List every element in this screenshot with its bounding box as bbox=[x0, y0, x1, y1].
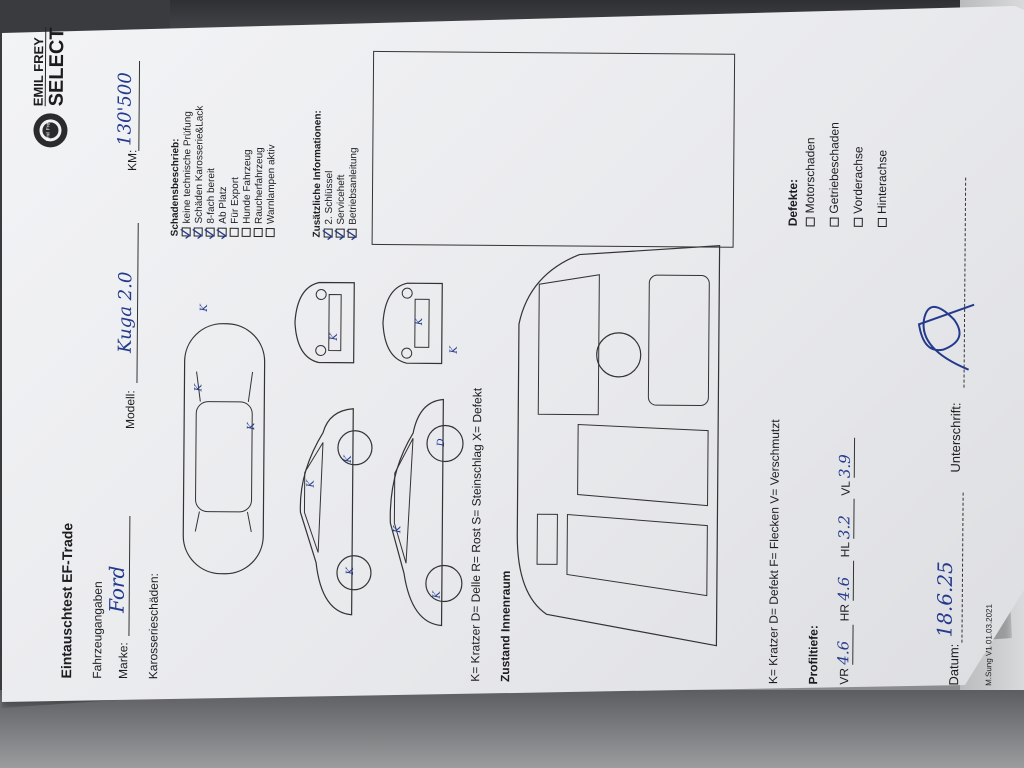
damage-mark: K bbox=[431, 590, 443, 599]
profil-row: VR 4.6 HR 4.6 HL 3.2 VL 3.9 bbox=[834, 438, 856, 685]
profil-label: VL bbox=[838, 481, 853, 496]
defekte-item-label: Getriebeschaden bbox=[826, 122, 842, 214]
schaden-item-label: 8-fach bereit bbox=[205, 167, 218, 224]
defekte-item-label: Vorderachse bbox=[850, 146, 866, 214]
background-bottom bbox=[0, 690, 1024, 768]
defekte-item: Vorderachse bbox=[850, 146, 866, 227]
photo-frame bbox=[371, 50, 736, 248]
schaden-item: Hunde Fahrzeug bbox=[241, 149, 254, 237]
damage-mark: K bbox=[392, 525, 404, 534]
car-front-drawing bbox=[294, 281, 355, 364]
profil-value: 4.6 bbox=[834, 560, 855, 601]
zusatz-item-label: Serviceheft bbox=[335, 174, 348, 225]
unterschrift-label: Unterschrift: bbox=[947, 402, 964, 473]
defekte-item: Getriebeschaden bbox=[827, 122, 842, 227]
damage-mark: K bbox=[193, 383, 205, 392]
checkbox-icon bbox=[805, 217, 815, 227]
handwritten-checks bbox=[180, 228, 227, 240]
car-side-left-drawing bbox=[299, 408, 373, 616]
profil-label: HL bbox=[838, 542, 853, 558]
schaden-item-label: Raucherfahrzeug bbox=[253, 147, 266, 225]
defekte-title: Defekte: bbox=[785, 178, 801, 227]
checkbox-icon bbox=[829, 217, 839, 227]
schaden-item-label: Ab Platz bbox=[217, 186, 230, 224]
car-top-view-drawing bbox=[182, 323, 266, 575]
schaden-item: Schäden Karosserie&Lack bbox=[193, 105, 206, 237]
form-title: Eintauschtest EF-Trade bbox=[58, 522, 76, 679]
checkbox-icon bbox=[253, 227, 263, 238]
vehicle-section-label: Fahrzeugangaben bbox=[90, 581, 105, 679]
defekte-item-label: Motorschaden bbox=[802, 137, 818, 214]
checkbox-icon bbox=[241, 227, 251, 237]
profil-label: HR bbox=[837, 603, 852, 622]
damage-legend: K= Kratzer D= Delle R= Rost S= Steinschl… bbox=[468, 387, 485, 682]
marke-label: Marke: bbox=[116, 642, 131, 679]
schaden-item-label: Für Export bbox=[229, 177, 242, 224]
version-label: M.Sung V1 01.03.2021 bbox=[984, 603, 994, 686]
schaden-item: Raucherfahrzeug bbox=[253, 147, 266, 238]
schaden-item: Warnlampen aktiv bbox=[265, 144, 278, 238]
logo-line-2: SELECT bbox=[44, 27, 70, 107]
logo-badge: Emil Frey bbox=[45, 120, 52, 142]
defekte-item: Motorschaden bbox=[802, 137, 818, 227]
damage-mark: K bbox=[328, 333, 340, 341]
signature-drawing bbox=[917, 303, 975, 371]
damage-mark: K bbox=[199, 304, 211, 312]
defekte-item-label: Hinterachse bbox=[874, 149, 890, 215]
interior-legend: K= Kratzer D= Defekt F= Flecken V= Versc… bbox=[766, 419, 783, 685]
damage-mark: K bbox=[305, 479, 317, 488]
damage-mark: K bbox=[246, 422, 258, 430]
damage-mark: K bbox=[344, 567, 357, 575]
profil-value: 3.2 bbox=[835, 498, 855, 540]
damage-mark: K bbox=[413, 317, 426, 326]
profil-value: 4.6 bbox=[834, 624, 854, 665]
interior-drawing bbox=[516, 245, 721, 647]
schaden-item-label: Warnlampen aktiv bbox=[265, 144, 278, 225]
schaden-item-label: keine technische Prüfung bbox=[181, 111, 194, 224]
schaden-item-label: Schäden Karosserie&Lack bbox=[193, 105, 206, 224]
inspection-form: Emil Frey EMIL FREY SELECT Eintauschtest… bbox=[6, 27, 1011, 698]
profil-value: 3.9 bbox=[835, 438, 856, 479]
handwritten-checks bbox=[322, 229, 357, 241]
modell-line bbox=[136, 223, 139, 384]
checkbox-icon bbox=[877, 217, 887, 228]
modell-label: Modell: bbox=[123, 390, 138, 430]
zusatz-title: Zusätzliche Informationen: bbox=[311, 110, 324, 238]
schaden-title: Schadensbeschrieb: bbox=[169, 138, 182, 237]
checkbox-icon bbox=[265, 228, 275, 238]
km-value: 130'500 bbox=[114, 72, 136, 146]
marke-value: Ford bbox=[104, 565, 130, 613]
brand-logo: Emil Frey EMIL FREY SELECT bbox=[30, 27, 73, 150]
zusatz-item: Betriebsanleitung bbox=[347, 147, 360, 238]
zusatz-item-label: 2. Schlüssel bbox=[323, 170, 336, 225]
checkbox-icon bbox=[853, 217, 863, 227]
car-side-right-drawing bbox=[389, 398, 464, 627]
body-damage-label: Karosserieschäden: bbox=[146, 573, 161, 680]
profil-label: VR bbox=[837, 667, 852, 685]
modell-value: Kuga 2.0 bbox=[114, 271, 137, 354]
zusatz-item-label: Betriebsanleitung bbox=[347, 147, 360, 225]
km-label: KM: bbox=[125, 149, 140, 172]
schaden-item: keine technische Prüfung bbox=[181, 111, 194, 237]
car-rear-drawing bbox=[382, 282, 443, 365]
profil-title: Profiltiefe: bbox=[806, 625, 821, 685]
km-line bbox=[138, 61, 141, 152]
datum-label: Datum: bbox=[946, 643, 962, 686]
damage-mark: K bbox=[448, 346, 460, 354]
damage-mark: K bbox=[342, 455, 354, 463]
damage-mark: D bbox=[435, 438, 448, 447]
schaden-item-label: Hunde Fahrzeug bbox=[241, 149, 254, 224]
defekte-item: Hinterachse bbox=[874, 149, 890, 228]
gear-logo-icon bbox=[33, 113, 68, 148]
datum-line bbox=[961, 492, 964, 643]
datum-value: 18.6.25 bbox=[932, 561, 958, 638]
